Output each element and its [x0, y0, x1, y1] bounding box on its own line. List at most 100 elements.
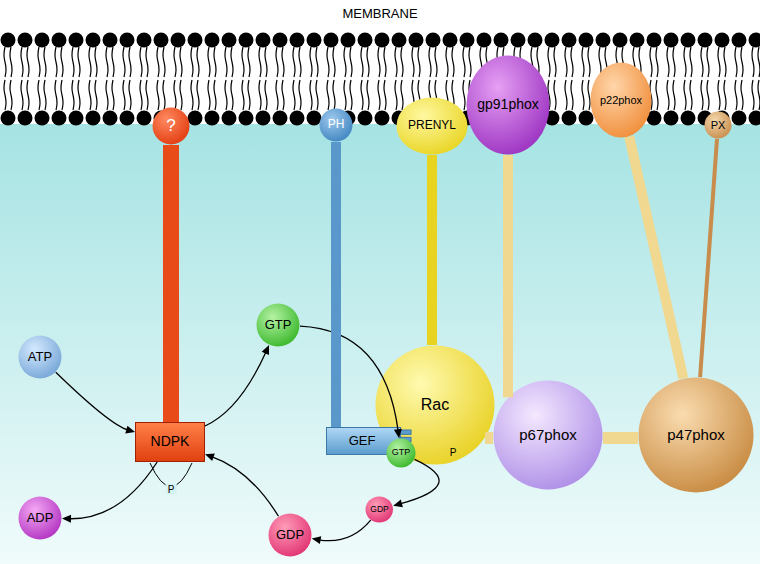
phosphate-label: P	[450, 447, 457, 458]
lipid-head	[18, 111, 33, 126]
phosphate-label: P	[166, 484, 177, 495]
lipid-head	[120, 111, 135, 126]
node-label: PH	[328, 118, 345, 131]
lipid-head	[137, 111, 152, 126]
lipid-head	[562, 111, 577, 126]
connector-line	[319, 520, 371, 541]
node-label: GDP	[370, 505, 388, 514]
lipid-head	[35, 33, 50, 48]
nucleotide-circle: GTP	[256, 303, 300, 347]
lipid-head	[698, 33, 713, 48]
connector-bar	[331, 142, 341, 427]
lipid-tail	[718, 47, 726, 77]
connector-bar	[485, 432, 493, 444]
connector-bar	[603, 432, 638, 444]
lipid-head	[460, 33, 475, 48]
lipid-tail	[276, 80, 284, 110]
node-label: p67phox	[519, 427, 577, 444]
lipid-head	[681, 111, 696, 126]
connector	[205, 345, 269, 426]
lipid-head	[494, 33, 509, 48]
lipid-tail	[55, 80, 63, 110]
lipid-tail	[21, 80, 29, 110]
lipid-tail	[395, 47, 403, 77]
lipid-tail	[344, 80, 352, 110]
node-outline	[366, 497, 393, 523]
lipid-tail	[667, 47, 675, 77]
lipid-head	[103, 111, 118, 126]
node-outline	[387, 439, 416, 468]
node-outline	[320, 109, 353, 142]
node-outline	[19, 336, 62, 379]
node-label: Rac	[421, 396, 449, 414]
lipid-head	[18, 33, 33, 48]
connector	[485, 438, 493, 439]
node-outline	[639, 378, 754, 493]
node-label: GDP	[276, 528, 304, 542]
lipid-tail	[21, 47, 29, 77]
node-outline	[19, 497, 62, 540]
gef-tooth	[400, 430, 411, 434]
lipid-head	[426, 33, 441, 48]
lipid-tail	[225, 80, 233, 110]
node-outline	[397, 98, 468, 155]
node-label: PX	[711, 119, 726, 131]
lipid-tail	[157, 47, 165, 77]
lipid-head	[86, 33, 101, 48]
node-label: ATP	[28, 350, 52, 364]
lipid-tail	[38, 47, 46, 77]
lipid-head	[511, 33, 526, 48]
connector-bar	[163, 145, 179, 422]
lipid-tail	[565, 47, 573, 77]
lipid-tail	[4, 47, 12, 77]
lipid-head	[579, 111, 594, 126]
lipid-tail	[123, 80, 131, 110]
lipid-head	[103, 33, 118, 48]
connector-line	[56, 372, 128, 430]
lipid-tail	[735, 47, 743, 77]
lipid-head	[222, 111, 237, 126]
node-label: gp91phox	[477, 97, 539, 112]
lipid-head	[69, 33, 84, 48]
connector-bar	[700, 139, 717, 377]
lipid-head	[69, 111, 84, 126]
connector-line	[69, 462, 157, 519]
connector-bar	[503, 155, 513, 397]
lipid-head	[52, 33, 67, 48]
lipid-tail	[752, 80, 760, 110]
node-outline	[269, 514, 312, 557]
lipid-tail	[259, 80, 267, 110]
connector-line	[205, 351, 266, 426]
lipid-head	[307, 111, 322, 126]
lipid-head	[528, 33, 543, 48]
lipid-tail	[701, 47, 709, 77]
lipid-tail	[446, 47, 454, 77]
node-outline	[136, 423, 205, 462]
lipid-tail	[361, 47, 369, 77]
lipid-head	[154, 33, 169, 48]
lipid-head	[664, 111, 679, 126]
connector	[336, 142, 337, 427]
lipid-tail	[140, 80, 148, 110]
connector	[603, 438, 638, 439]
connector	[700, 139, 717, 377]
node-label: GTP	[392, 448, 411, 458]
lipid-tail	[191, 47, 199, 77]
node-outline	[257, 304, 300, 347]
lipid-tail	[208, 47, 216, 77]
lipid-head	[715, 33, 730, 48]
connector	[62, 462, 157, 523]
lipid-head	[324, 33, 339, 48]
lipid-head	[477, 33, 492, 48]
lipid-head	[664, 33, 679, 48]
lipid-tail	[293, 80, 301, 110]
cytosol-ground	[0, 124, 760, 564]
node-label: ADP	[27, 511, 54, 525]
lipid-head	[1, 111, 16, 126]
connector	[629, 137, 683, 379]
node-label: PRENYL	[408, 119, 456, 132]
lipid-head	[732, 33, 747, 48]
lipid-head	[188, 111, 203, 126]
